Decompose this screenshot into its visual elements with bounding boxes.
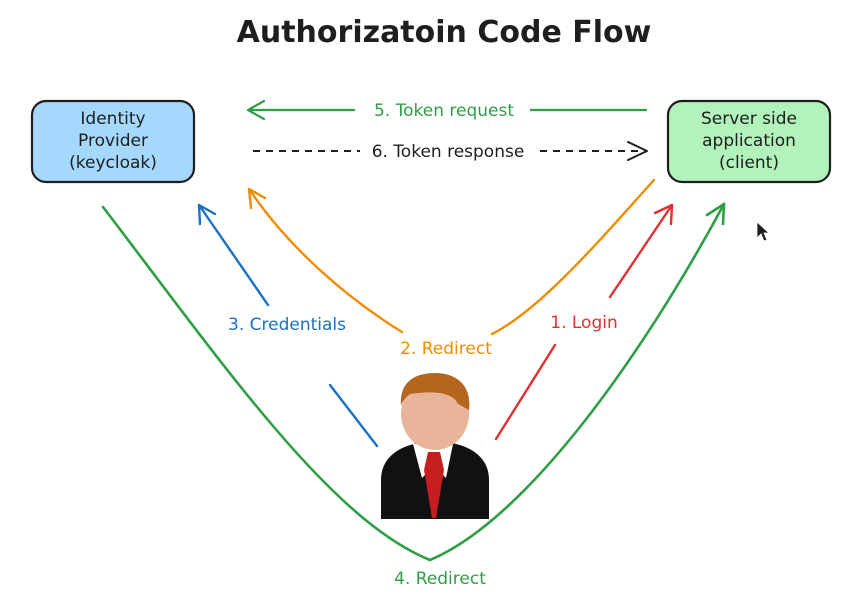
edge-login: 1. Login bbox=[494, 203, 674, 441]
node-label-line: Provider bbox=[78, 131, 148, 151]
node-label-line: application bbox=[702, 131, 796, 151]
edge-token-request: 5. Token request bbox=[246, 99, 647, 121]
arrowhead bbox=[247, 187, 267, 210]
node-server-app: Server side application (client) bbox=[666, 99, 832, 184]
node-label-line: (keycloak) bbox=[69, 153, 157, 173]
edge-redirect-to-app: 4. Redirect bbox=[101, 202, 726, 589]
node-label-line: Server side bbox=[701, 109, 797, 129]
node-label-line: Identity bbox=[80, 109, 145, 129]
arrowhead bbox=[627, 141, 648, 161]
edge-label-redirect-to-app: 4. Redirect bbox=[394, 569, 486, 589]
edge-redirect-to-idp: 2. Redirect bbox=[247, 178, 656, 359]
edge-label-credentials: 3. Credentials bbox=[228, 315, 346, 335]
edge-label-login: 1. Login bbox=[550, 313, 618, 333]
businessman-icon bbox=[381, 373, 489, 519]
arrowhead bbox=[246, 99, 266, 121]
arrowhead bbox=[653, 203, 674, 226]
edge-token-response: 6. Token response bbox=[253, 141, 648, 162]
node-label-line: (client) bbox=[719, 153, 779, 173]
mouse-pointer-icon bbox=[756, 221, 771, 242]
arrowhead bbox=[197, 203, 217, 226]
arrowhead bbox=[705, 202, 726, 226]
node-identity-provider: Identity Provider (keycloak) bbox=[30, 99, 196, 184]
edge-label-token-response: 6. Token response bbox=[372, 142, 525, 162]
edge-credentials: 3. Credentials bbox=[197, 203, 379, 448]
edge-label-token-request: 5. Token request bbox=[374, 101, 514, 121]
diagram-title: Authorizatoin Code Flow bbox=[237, 15, 652, 50]
edge-label-redirect-to-idp: 2. Redirect bbox=[400, 339, 492, 359]
